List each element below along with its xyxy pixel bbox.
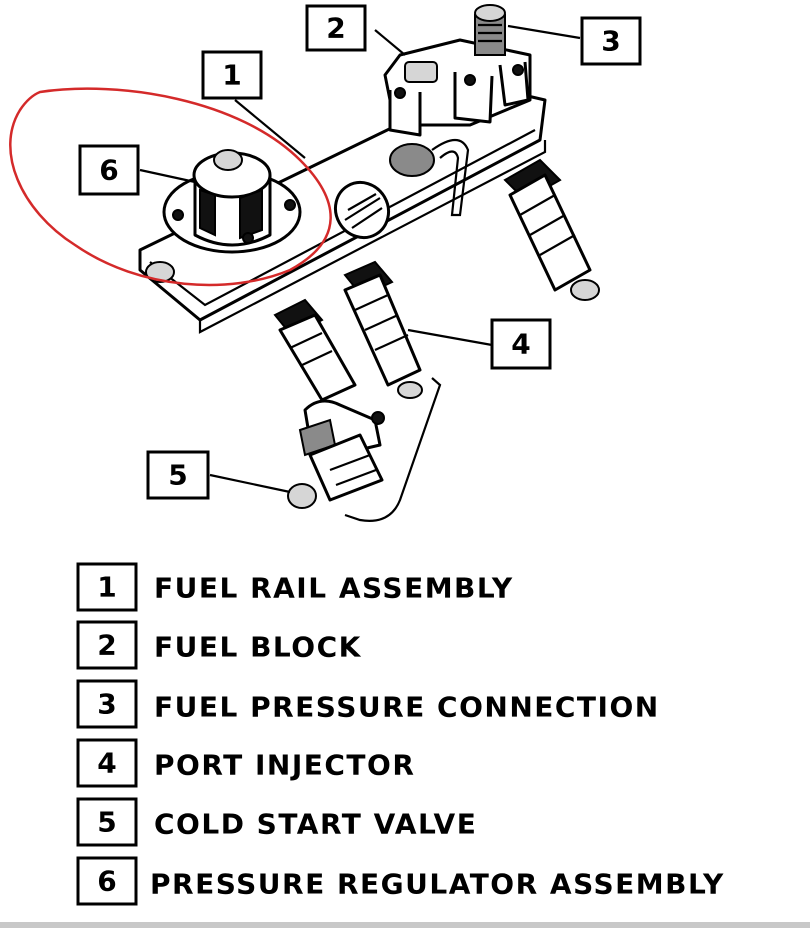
legend-label: PRESSURE REGULATOR ASSEMBLY bbox=[150, 868, 725, 901]
fuel-block bbox=[383, 38, 532, 137]
callout-1: 1 bbox=[201, 50, 263, 100]
legend-number: 2 bbox=[97, 629, 116, 662]
legend-item-6: 6 PRESSURE REGULATOR ASSEMBLY bbox=[76, 856, 725, 906]
callout-number: 1 bbox=[222, 59, 241, 92]
leader-line-3 bbox=[507, 24, 581, 40]
legend-number: 4 bbox=[97, 747, 116, 780]
callout-number: 5 bbox=[168, 459, 187, 492]
callout-2: 2 bbox=[305, 4, 367, 52]
cold-start-valve bbox=[287, 377, 442, 522]
leader-line-5 bbox=[209, 473, 291, 494]
callout-3: 3 bbox=[580, 16, 642, 66]
legend-label: FUEL PRESSURE CONNECTION bbox=[154, 691, 660, 724]
legend-item-3: 3 FUEL PRESSURE CONNECTION bbox=[76, 679, 660, 729]
legend-number: 3 bbox=[97, 688, 116, 721]
legend-number: 1 bbox=[97, 571, 116, 604]
highlight-circle bbox=[9, 87, 332, 287]
legend-item-4: 4 PORT INJECTOR bbox=[76, 738, 415, 788]
fuel-tube-fitting bbox=[389, 138, 470, 217]
callout-5: 5 bbox=[146, 450, 210, 500]
leader-line-1 bbox=[234, 99, 306, 159]
callout-6: 6 bbox=[78, 144, 140, 196]
callout-number: 3 bbox=[601, 25, 620, 58]
callout-number: 4 bbox=[511, 328, 530, 361]
callout-number: 2 bbox=[326, 12, 345, 45]
legend-number: 5 bbox=[97, 806, 116, 839]
port-injector-center bbox=[343, 260, 423, 399]
fuel-pressure-connection bbox=[474, 4, 506, 56]
legend-item-2: 2 FUEL BLOCK bbox=[76, 620, 362, 670]
legend-label: PORT INJECTOR bbox=[154, 749, 415, 782]
legend-label: FUEL RAIL ASSEMBLY bbox=[154, 572, 514, 605]
legend: 1 FUEL RAIL ASSEMBLY 2 FUEL BLOCK 3 FUEL… bbox=[76, 562, 725, 906]
port-injector-left bbox=[273, 298, 357, 402]
legend-item-5: 5 COLD START VALVE bbox=[76, 797, 477, 847]
leader-line-2 bbox=[374, 29, 406, 56]
callout-4: 4 bbox=[490, 318, 552, 370]
pressure-regulator-assembly bbox=[162, 149, 302, 254]
leader-line-4 bbox=[407, 328, 493, 347]
legend-item-1: 1 FUEL RAIL ASSEMBLY bbox=[76, 562, 514, 612]
leader-line-6 bbox=[139, 168, 196, 184]
legend-label: FUEL BLOCK bbox=[154, 631, 362, 664]
legend-number: 6 bbox=[97, 865, 116, 898]
callout-number: 6 bbox=[99, 154, 118, 187]
bottom-border bbox=[0, 922, 810, 928]
legend-label: COLD START VALVE bbox=[154, 808, 477, 841]
port-injector-right bbox=[503, 158, 600, 301]
